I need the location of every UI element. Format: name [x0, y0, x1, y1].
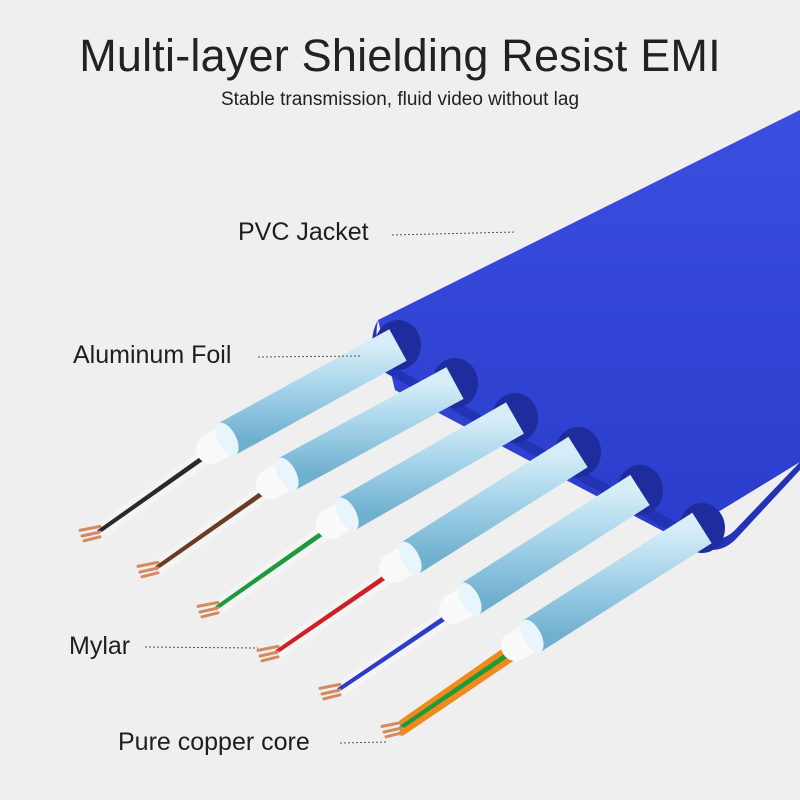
shielded-pair-2	[136, 367, 464, 579]
page-title: Multi-layer Shielding Resist EMI	[79, 30, 721, 81]
pvc-jacket-label: PVC Jacket	[238, 218, 369, 246]
wire-insulation	[337, 606, 471, 698]
wire-insulation	[215, 521, 348, 616]
foil-tube-end	[458, 582, 482, 616]
aluminum-foil-tube	[522, 512, 712, 652]
mylar-label: Mylar	[69, 632, 131, 660]
shielded-pair-6	[380, 512, 712, 739]
wire-insulation	[155, 481, 288, 576]
copper-core	[200, 611, 220, 619]
copper-core	[196, 600, 220, 608]
shielded-pair-3	[196, 402, 524, 619]
copper-core	[380, 720, 404, 728]
aluminum-foil-leader-line	[257, 355, 361, 358]
wire-insulation	[97, 446, 228, 540]
mylar-leader-line	[144, 646, 259, 649]
aluminum-foil-tube	[278, 367, 464, 490]
mylar-layer	[501, 625, 541, 661]
copper-core	[80, 530, 102, 538]
copper-core	[140, 571, 160, 579]
copper-core	[256, 644, 280, 652]
copper-core-leader-line	[339, 741, 387, 744]
wire-insulation	[399, 643, 533, 736]
copper-core	[318, 682, 342, 690]
copper-core	[382, 726, 404, 734]
copper-core-label: Pure copper core	[118, 728, 310, 756]
foil-tube-end	[215, 422, 239, 456]
copper-core	[384, 731, 404, 739]
aluminum-foil-tube	[460, 474, 650, 615]
foil-tube-end	[398, 541, 422, 575]
copper-core	[322, 693, 342, 701]
foil-tube-end	[335, 497, 359, 531]
aluminum-foil-tube	[218, 329, 407, 455]
mylar-layer	[439, 588, 479, 624]
copper-core	[138, 566, 160, 574]
foil-tube-end	[275, 457, 299, 491]
mylar-layer	[316, 503, 356, 539]
copper-core	[198, 606, 220, 614]
copper-core	[78, 524, 102, 532]
mylar-layer	[379, 547, 419, 583]
copper-core	[258, 650, 280, 658]
copper-core	[320, 688, 342, 696]
copper-core	[82, 535, 102, 543]
callout-lines	[144, 231, 517, 744]
shielded-pair-1	[78, 329, 407, 543]
foil-tube-end	[520, 619, 544, 653]
pvc-jacket-leader-line	[391, 231, 517, 236]
copper-core	[260, 655, 280, 663]
copper-core	[136, 560, 160, 568]
shielded-pair-4	[256, 436, 588, 663]
aluminum-foil-tube	[400, 436, 588, 574]
mylar-layer	[196, 428, 236, 464]
pvc-jacket	[372, 110, 800, 553]
shielded-pair-5	[318, 474, 650, 701]
wire-insulation	[275, 565, 411, 660]
mylar-layer	[256, 463, 296, 499]
cable-bundle	[78, 329, 712, 739]
page-subtitle: Stable transmission, fluid video without…	[220, 89, 580, 110]
aluminum-foil-tube	[338, 402, 524, 530]
aluminum-foil-label: Aluminum Foil	[73, 341, 232, 369]
